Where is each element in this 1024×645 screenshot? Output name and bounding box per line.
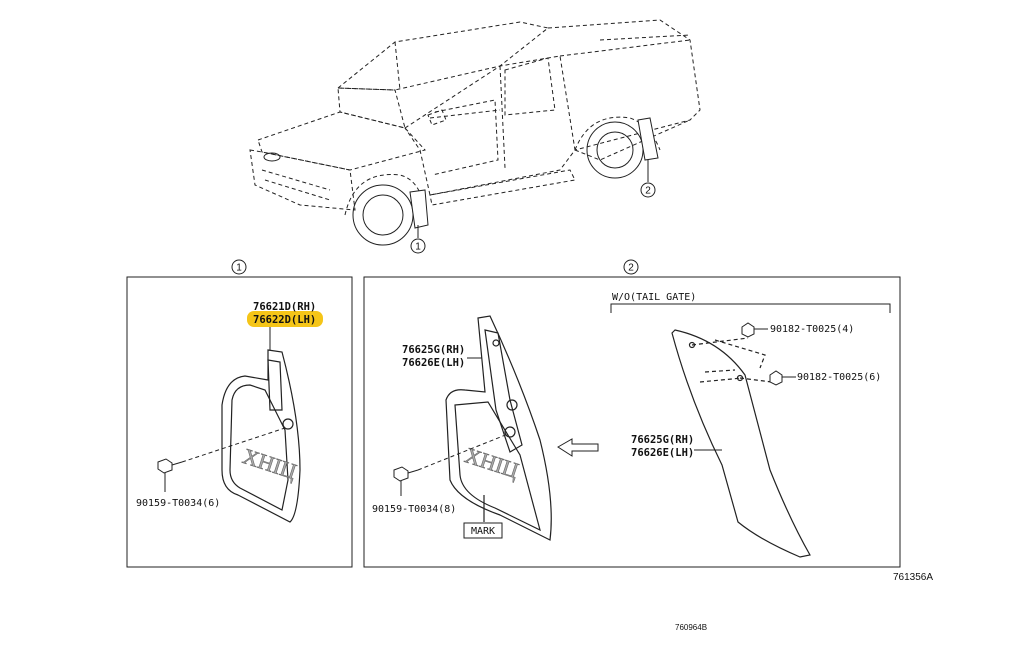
nut-a-label: 90182-T0025(4) [770, 324, 854, 335]
flap-part-rh: 76625G(RH) [631, 434, 694, 446]
flat-mud-flap-illustration [671, 329, 811, 558]
svg-text:2: 2 [628, 263, 634, 274]
pickup-truck-illustration [249, 19, 701, 246]
mark-label-box: MARK [463, 522, 503, 539]
panel1-screw-label: 90159-T0034(6) [136, 498, 220, 509]
callout-1-panel: 1 [231, 259, 247, 275]
panel1-part-lh: 76622D(LH) [253, 314, 316, 326]
callout-2-panel: 2 [623, 259, 639, 275]
screw-90159-panel2 [393, 433, 509, 496]
variant-label: W/O(TAIL GATE) [612, 292, 696, 303]
svg-text:1: 1 [236, 263, 242, 274]
part-highlight [247, 311, 323, 327]
screw-90159-panel1 [157, 427, 286, 492]
panel-2-frame [363, 276, 901, 568]
mud-flap-rear-illustration: XHIЦ [445, 315, 552, 541]
nut-b-label: 90182-T0025(6) [797, 372, 881, 383]
svg-text:MARK: MARK [471, 526, 495, 537]
panel-1-frame [126, 276, 353, 568]
page-code: 760964B [675, 623, 707, 632]
panel2-part-rh: 76625G(RH) [402, 344, 465, 356]
callout-1-truck: 1 [410, 238, 426, 254]
nut-90182-b [769, 370, 796, 386]
panel2-screw-label: 90159-T0034(8) [372, 504, 456, 515]
svg-text:1: 1 [415, 242, 421, 253]
variant-bracket [610, 303, 891, 313]
callout-2-truck: 2 [640, 182, 656, 198]
mud-flap-front-illustration: XHIЦ [221, 349, 301, 523]
flap-part-lh: 76626E(LH) [631, 447, 694, 459]
direction-arrow [557, 438, 599, 457]
svg-text:2: 2 [645, 186, 651, 197]
figure-code: 761356A [893, 572, 933, 583]
panel1-part-rh: 76621D(RH) [253, 301, 316, 313]
nut-90182-a [741, 322, 768, 338]
panel2-part-lh: 76626E(LH) [402, 357, 465, 369]
